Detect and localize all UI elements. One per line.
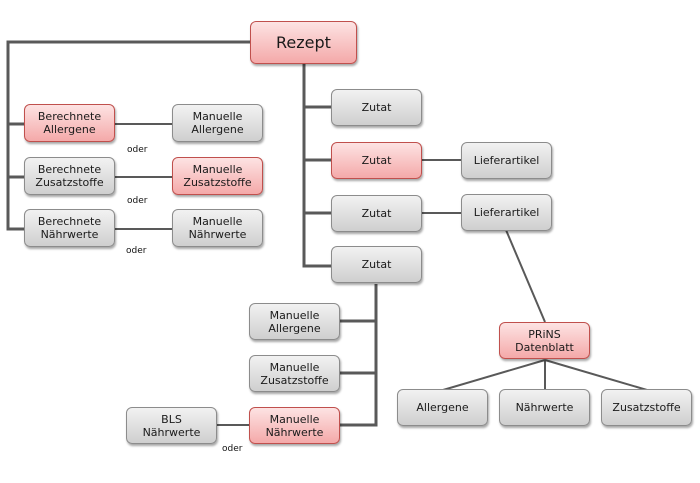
node-zutat-3[interactable]: Zutat	[331, 195, 422, 232]
node-zutat-1[interactable]: Zutat	[331, 89, 422, 126]
node-zutat-manuelle-naehrwerte[interactable]: Manuelle Nährwerte	[249, 407, 340, 444]
connector-prins-zusatz	[544, 359, 648, 391]
connector-liefer-prins	[505, 229, 546, 323]
node-label: Berechnete Allergene	[37, 110, 102, 136]
connector-zutat4-down	[340, 284, 378, 427]
node-prins-allergene[interactable]: Allergene	[397, 389, 488, 426]
node-label: Manuelle Nährwerte	[188, 215, 247, 241]
node-label: Rezept	[276, 33, 331, 52]
node-label: Allergene	[416, 401, 469, 414]
node-label: Lieferartikel	[473, 206, 540, 219]
node-lieferartikel-1[interactable]: Lieferartikel	[461, 142, 552, 179]
node-berechnete-naehrwerte[interactable]: Berechnete Nährwerte	[24, 209, 115, 247]
node-bls-naehrwerte[interactable]: BLS Nährwerte	[126, 407, 217, 444]
node-label: BLS Nährwerte	[142, 412, 201, 439]
node-zutat-manuelle-allergene[interactable]: Manuelle Allergene	[249, 303, 340, 340]
connector-rezept-down	[302, 64, 332, 268]
node-label: Zutat	[361, 154, 392, 167]
node-manuelle-allergene[interactable]: Manuelle Allergene	[172, 104, 263, 142]
oder-label: oder	[127, 196, 148, 206]
node-label: Zutat	[361, 101, 392, 114]
connector-prins-allergene	[442, 359, 546, 391]
node-label: Manuelle Zusatzstoffe	[260, 360, 329, 387]
node-manuelle-naehrwerte[interactable]: Manuelle Nährwerte	[172, 209, 263, 247]
node-label: Zutat	[361, 258, 392, 271]
node-prins-naehrwerte[interactable]: Nährwerte	[499, 389, 590, 426]
oder-label: oder	[126, 246, 147, 256]
node-berechnete-allergene[interactable]: Berechnete Allergene	[24, 104, 115, 142]
oder-label: oder	[222, 444, 243, 454]
node-label: Zusatzstoffe	[612, 401, 681, 414]
node-label: Manuelle Nährwerte	[265, 412, 324, 439]
node-label: PRiNS Datenblatt	[515, 327, 574, 354]
node-label: Manuelle Allergene	[191, 110, 244, 136]
node-label: Berechnete Zusatzstoffe	[35, 163, 104, 189]
node-prins-datenblatt[interactable]: PRiNS Datenblatt	[499, 322, 590, 359]
node-rezept[interactable]: Rezept	[250, 21, 357, 64]
node-manuelle-zusatzstoffe[interactable]: Manuelle Zusatzstoffe	[172, 157, 263, 195]
node-zutat-4[interactable]: Zutat	[331, 246, 422, 283]
node-label: Zutat	[361, 207, 392, 220]
node-label: Manuelle Allergene	[268, 308, 321, 335]
node-prins-zusatzstoffe[interactable]: Zusatzstoffe	[601, 389, 692, 426]
oder-label: oder	[127, 145, 148, 155]
node-label: Nährwerte	[515, 401, 574, 414]
node-lieferartikel-2[interactable]: Lieferartikel	[461, 194, 552, 231]
node-zutat-manuelle-zusatzstoffe[interactable]: Manuelle Zusatzstoffe	[249, 355, 340, 392]
node-label: Manuelle Zusatzstoffe	[183, 163, 252, 189]
node-label: Lieferartikel	[473, 154, 540, 167]
connector-rezept-left	[6, 40, 250, 231]
node-berechnete-zusatzstoffe[interactable]: Berechnete Zusatzstoffe	[24, 157, 115, 195]
node-label: Berechnete Nährwerte	[37, 215, 102, 241]
node-zutat-2[interactable]: Zutat	[331, 142, 422, 179]
